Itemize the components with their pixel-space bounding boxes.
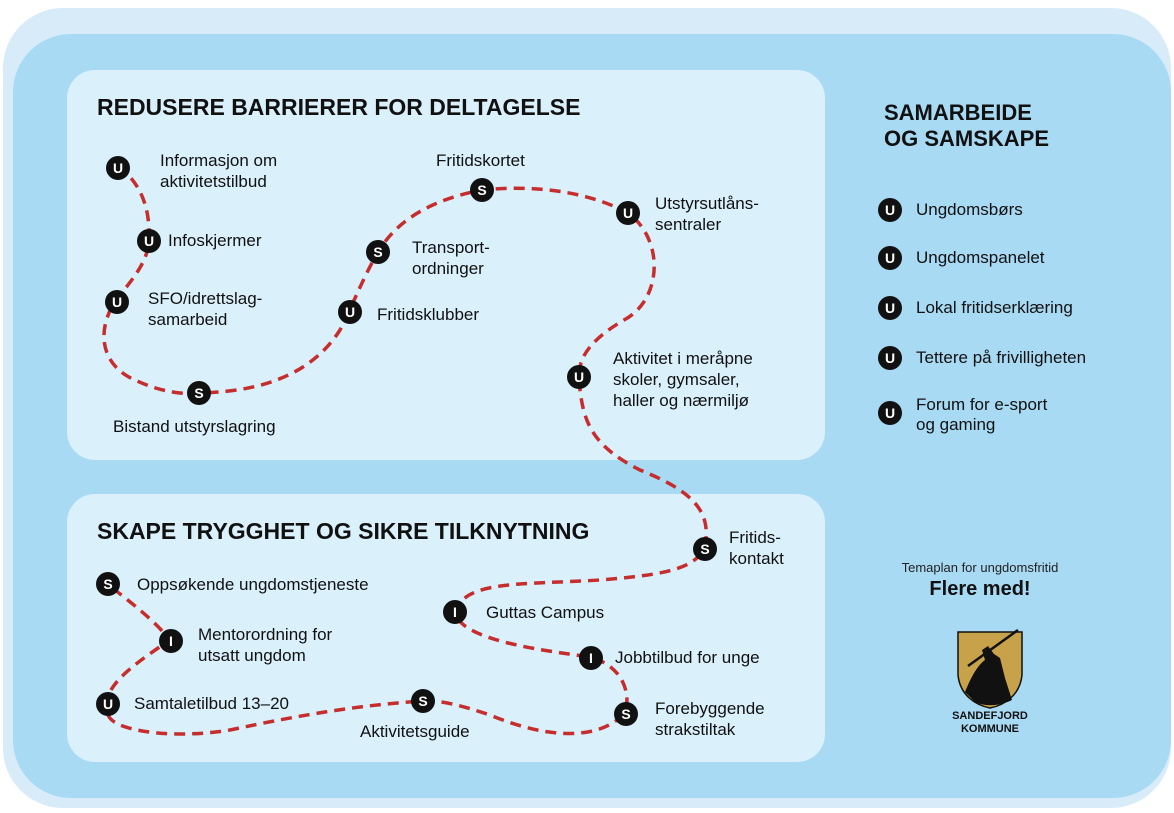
- crest-spear: [967, 628, 1019, 668]
- right-title-line-1: SAMARBEIDE: [884, 100, 1032, 125]
- right-label-ungdomspanelet: Ungdomspanelet: [916, 248, 1045, 267]
- label-transportordninger: Transport- ordninger: [412, 237, 490, 279]
- label-infoskjermer: Infoskjermer: [168, 231, 262, 250]
- branding-title: Flere med!: [929, 578, 1031, 600]
- label-line: utsatt ungdom: [198, 646, 306, 665]
- label-mentorordning: Mentorordning for utsatt ungdom: [198, 624, 332, 666]
- right-marker-ungdomsbors: U: [878, 198, 902, 222]
- label-line: Forebyggende: [655, 699, 765, 718]
- top-panel: [67, 70, 825, 460]
- label-fritidsklubber: Fritidsklubber: [377, 305, 480, 324]
- right-marker-tettere-pa-frivilligheten: U: [878, 346, 902, 370]
- label-line: kontakt: [729, 549, 784, 568]
- sandefjord-crest: [957, 628, 1023, 709]
- bottom-panel: [67, 494, 825, 762]
- right-marker-lokal-fritidserklaering: U: [878, 296, 902, 320]
- label-line: aktivitetstilbud: [160, 172, 267, 191]
- label-line: haller og nærmiljø: [613, 391, 750, 410]
- label-forebyggende-strakstiltak: Forebyggende strakstiltak: [655, 698, 765, 740]
- label-utstyrsutlanssentraler: Utstyrsutlåns- sentraler: [655, 193, 759, 235]
- label-guttas-campus: Guttas Campus: [486, 603, 605, 622]
- label-aktivitet-i-meraapne-skoler: Aktivitet i meråpne skoler, gymsaler, ha…: [613, 348, 753, 411]
- marker-node-jobbtilbud: I: [579, 646, 603, 670]
- crest-figure: [965, 646, 1012, 706]
- marker-node-guttas-campus: I: [443, 600, 467, 624]
- label-line: ordninger: [412, 259, 484, 278]
- branding-subtitle: Temaplan for ungdomsfritid: [901, 560, 1059, 575]
- label-line: Utstyrsutlåns-: [655, 194, 759, 213]
- label-line: Mentorordning for: [198, 625, 333, 644]
- marker-node-sfo-idrettslag: U: [105, 290, 129, 314]
- marker-node-transportordninger: S: [366, 240, 390, 264]
- label-bistand-utstyrslagring: Bistand utstyrslagring: [113, 417, 276, 436]
- label-line: Fritids-: [729, 528, 781, 547]
- bottom-section-title: SKAPE TRYGGHET OG SIKRE TILKNYTNING: [97, 518, 590, 544]
- label-jobbtilbud-for-unge: Jobbtilbud for unge: [615, 648, 760, 667]
- label-sfo-idrettslag-samarbeid: SFO/idrettslag- samarbeid: [148, 288, 262, 330]
- label-aktivitetsguide: Aktivitetsguide: [360, 722, 470, 741]
- label-oppsokende-ungdomstjeneste: Oppsøkende ungdomstjeneste: [137, 575, 369, 594]
- right-label-ungdomsbors: Ungdomsbørs: [916, 200, 1023, 219]
- label-line: Informasjon om: [160, 151, 278, 170]
- marker-node-forebyggende: S: [614, 702, 638, 726]
- label-fritidskontakt: Fritids- kontakt: [729, 527, 784, 569]
- label-line: Forum for e-sport: [916, 395, 1048, 414]
- label-line: samarbeid: [148, 310, 228, 329]
- label-line: og gaming: [916, 415, 996, 434]
- marker-node-oppsokende: S: [96, 572, 120, 596]
- right-title-line-2: OG SAMSKAPE: [884, 126, 1050, 151]
- right-section-title: SAMARBEIDE OG SAMSKAPE: [884, 100, 1049, 152]
- org-name-line-1: SANDEFJORD: [952, 710, 1028, 722]
- marker-node-bistand-utstyrslagring: S: [187, 381, 211, 405]
- marker-node-fritidskontakt: S: [693, 537, 717, 561]
- top-section-title: REDUSERE BARRIERER FOR DELTAGELSE: [97, 94, 581, 120]
- marker-node-fritidskortet: S: [470, 178, 494, 202]
- marker-node-mentorordning: I: [159, 629, 183, 653]
- right-label-forum-e-sport: Forum for e-sport og gaming: [916, 395, 1047, 435]
- marker-node-infoskjermer: U: [137, 229, 161, 253]
- org-name-line-2: KOMMUNE: [960, 723, 1020, 735]
- org-name: SANDEFJORD KOMMUNE: [930, 710, 1050, 736]
- label-line: Aktivitet i meråpne: [613, 349, 753, 368]
- marker-node-aktivitetsguide: S: [411, 689, 435, 713]
- right-label-tettere-pa-frivilligheten: Tettere på frivilligheten: [916, 348, 1087, 367]
- marker-node-fritidsklubber: U: [338, 300, 362, 324]
- label-line: Transport-: [412, 238, 490, 257]
- label-informasjon-om-aktivitetstilbud: Informasjon om aktivitetstilbud: [160, 150, 277, 192]
- label-samtaletilbud: Samtaletilbud 13–20: [134, 694, 290, 713]
- marker-node-utstyrsutlanssentraler: U: [616, 201, 640, 225]
- label-line: strakstiltak: [655, 720, 736, 739]
- label-fritidskortet: Fritidskortet: [436, 151, 525, 170]
- right-marker-ungdomspanelet: U: [878, 246, 902, 270]
- label-line: skoler, gymsaler,: [613, 370, 740, 389]
- right-label-lokal-fritidserklaering: Lokal fritidserklæring: [916, 298, 1073, 317]
- label-line: SFO/idrettslag-: [148, 289, 263, 308]
- marker-node-info-om-aktivitetstilbud: U: [106, 156, 130, 180]
- marker-node-samtaletilbud: U: [96, 692, 120, 716]
- label-line: sentraler: [655, 215, 722, 234]
- marker-node-aktivitet-meraapne: U: [567, 365, 591, 389]
- right-marker-forum-e-sport: U: [878, 401, 902, 425]
